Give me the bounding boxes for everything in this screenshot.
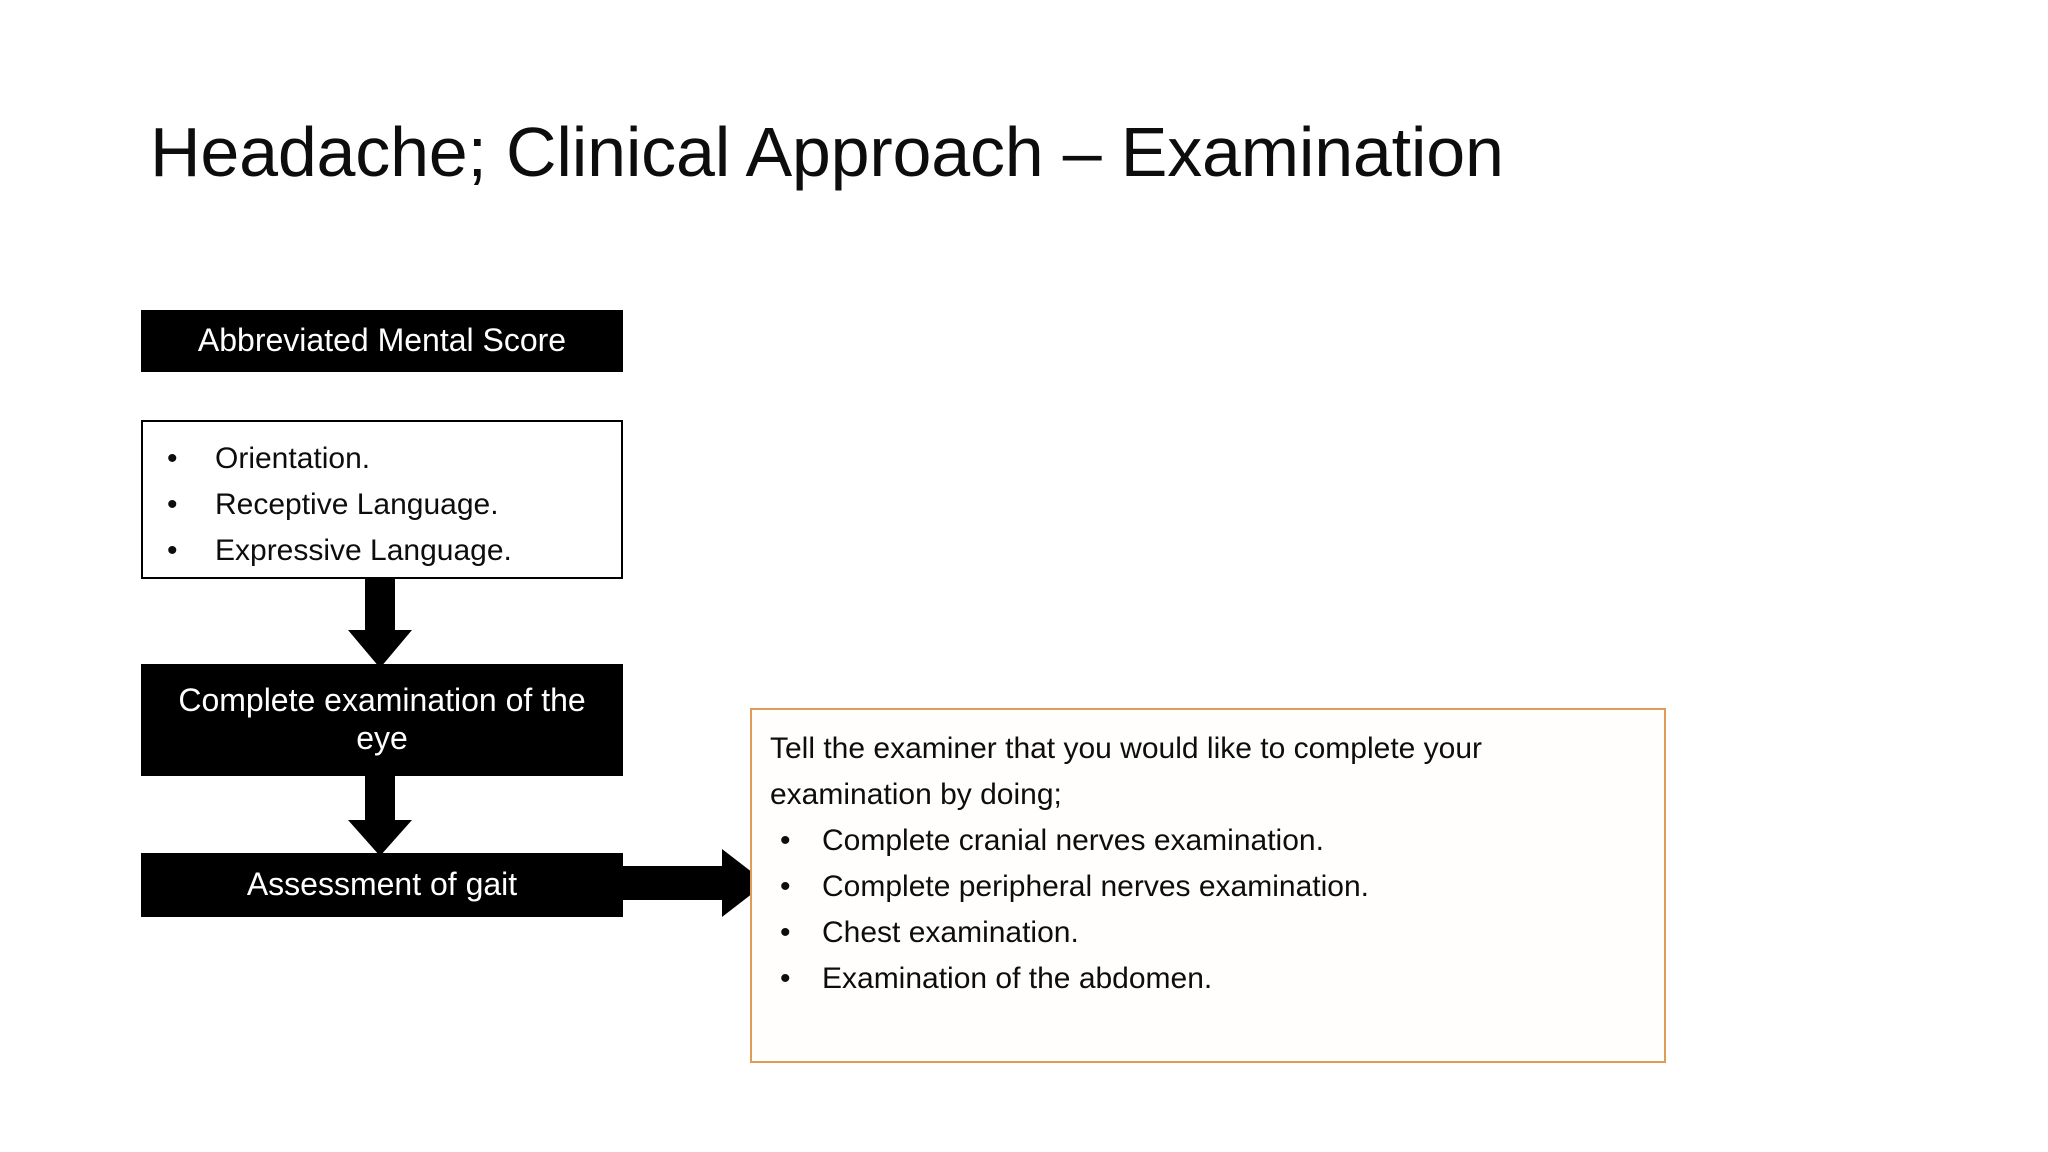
list-item-label: Chest examination. (822, 916, 1079, 949)
mental-score-bullet-list: • Orientation. • Receptive Language. • E… (155, 436, 611, 574)
flow-box-assessment-of-gait: Assessment of gait (141, 853, 623, 917)
callout-lead-text: Tell the examiner that you would like to… (770, 732, 1483, 811)
flow-box-label: Complete examination of the eye (178, 682, 586, 756)
list-item-label: Complete cranial nerves examination. (822, 824, 1324, 857)
bullet-icon: • (167, 442, 178, 475)
flow-box-mental-score-components: • Orientation. • Receptive Language. • E… (141, 420, 623, 579)
arrow-right-icon-gait-to-callout (618, 849, 766, 917)
page-title: Headache; Clinical Approach – Examinatio… (150, 113, 1504, 191)
list-item-label: Examination of the abdomen. (822, 962, 1213, 995)
list-item: • Receptive Language. (155, 482, 611, 528)
list-item: • Orientation. (155, 436, 611, 482)
flow-box-label: Abbreviated Mental Score (197, 322, 567, 359)
bullet-icon: • (167, 534, 178, 567)
callout-complete-examination: Tell the examiner that you would like to… (750, 708, 1666, 1063)
flow-box-abbreviated-mental-score: Abbreviated Mental Score (141, 310, 623, 372)
bullet-icon: • (780, 824, 791, 857)
list-item-label: Complete peripheral nerves examination. (822, 870, 1369, 903)
list-item: • Examination of the abdomen. (770, 956, 1644, 1002)
bullet-icon: • (167, 488, 178, 521)
bullet-icon: • (780, 962, 791, 995)
list-item: • Complete cranial nerves examination. (770, 818, 1644, 864)
bullet-icon: • (780, 916, 791, 949)
list-item-label: Orientation. (215, 442, 371, 475)
arrow-down-icon-ams-to-eye (348, 578, 412, 668)
list-item-label: Expressive Language. (215, 534, 512, 567)
list-item-label: Receptive Language. (215, 488, 499, 521)
callout-bullet-list: • Complete cranial nerves examination. •… (770, 818, 1644, 1002)
flow-box-complete-eye-examination: Complete examination of the eye (141, 664, 623, 776)
list-item: • Expressive Language. (155, 528, 611, 574)
arrow-down-icon-eye-to-gait (348, 774, 412, 856)
list-item: • Complete peripheral nerves examination… (770, 864, 1644, 910)
bullet-icon: • (780, 870, 791, 903)
flow-box-label: Assessment of gait (246, 866, 518, 903)
list-item: • Chest examination. (770, 910, 1644, 956)
